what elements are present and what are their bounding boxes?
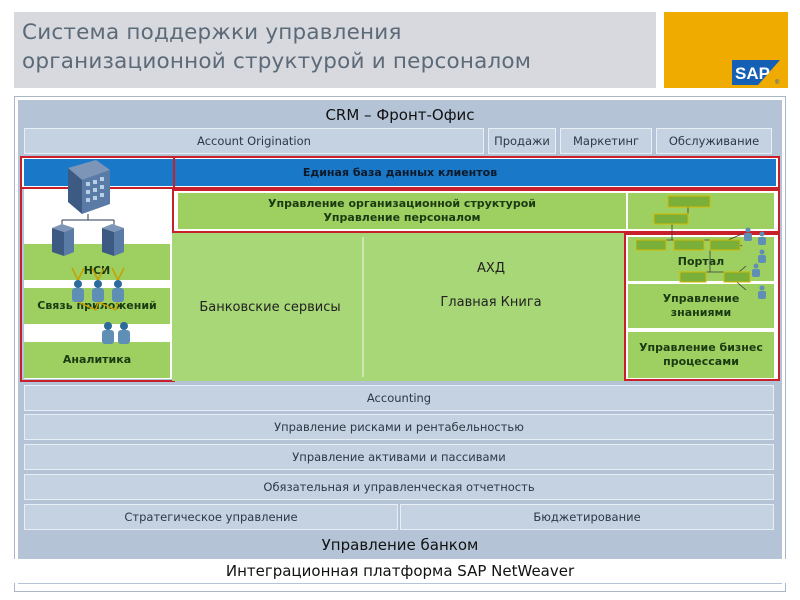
org-node-5-icon bbox=[679, 271, 707, 283]
org-node-4-icon bbox=[709, 239, 741, 251]
logo-panel bbox=[664, 12, 788, 88]
crm-title: CRM – Фронт-Офис bbox=[325, 106, 475, 124]
bank-mgmt-label: Управление банком bbox=[321, 536, 479, 554]
title-line-1: Система поддержки управления bbox=[22, 20, 402, 45]
user-icon-3 bbox=[112, 280, 124, 302]
reporting-strip: Обязательная и управленческая отчетность bbox=[24, 474, 774, 500]
knowledge-mgmt-box: Управление знаниями bbox=[628, 284, 774, 328]
accounting-strip: Accounting bbox=[24, 385, 774, 411]
sap-logo-reg: ® bbox=[775, 79, 780, 85]
org-mgmt-line-1: Управление организационной структурой bbox=[268, 197, 536, 210]
integration-platform-label: Интеграционная платформа SAP NetWeaver bbox=[14, 559, 786, 583]
sap-logo: SAP ® bbox=[732, 60, 780, 85]
service-box: Обслуживание bbox=[656, 128, 772, 154]
banking-services-box: Банковские сервисы bbox=[178, 237, 364, 377]
server-right-icon bbox=[102, 224, 124, 256]
building-icon bbox=[68, 160, 110, 214]
general-ledger-label: Главная Книга bbox=[440, 294, 542, 310]
bpm-box: Управление бизнес процессами bbox=[628, 332, 774, 378]
org-node-root-icon bbox=[667, 195, 711, 208]
org-chart-illustration bbox=[636, 195, 766, 299]
title-line-2: организационной структурой и персоналом bbox=[22, 49, 532, 74]
ahd-gl-box: АХД Главная Книга bbox=[368, 237, 614, 377]
account-origination: Account Origination bbox=[24, 128, 484, 154]
header-bar bbox=[14, 12, 656, 88]
bpm-line-2: процессами bbox=[663, 355, 739, 368]
ahd-label: АХД bbox=[477, 260, 505, 276]
user-icon-2 bbox=[92, 280, 104, 302]
knowledge-line-1: Управление bbox=[662, 292, 740, 305]
portal-label: Портал bbox=[677, 255, 725, 268]
client-db-bar: Единая база данных клиентов bbox=[24, 159, 776, 186]
strategic-strip: Стратегическое управление bbox=[24, 504, 398, 530]
budgeting-strip: Бюджетирование bbox=[400, 504, 774, 530]
org-node-6-icon bbox=[723, 271, 751, 283]
analytics-label: Аналитика bbox=[62, 353, 132, 366]
org-mgmt-line-2: Управление персоналом bbox=[323, 211, 481, 224]
bpm-line-1: Управление бизнес bbox=[639, 341, 763, 354]
nsi-box: НСИ bbox=[24, 244, 170, 280]
page-title: Система поддержки управления организацио… bbox=[22, 18, 652, 76]
user-icon-4 bbox=[102, 322, 114, 344]
knowledge-line-2: знаниями bbox=[670, 306, 732, 319]
server-left-icon bbox=[52, 224, 74, 256]
sales-box: Продажи bbox=[488, 128, 556, 154]
analytics-box: Аналитика bbox=[24, 342, 170, 378]
risk-strip: Управление рисками и рентабельностью bbox=[24, 414, 774, 440]
nsi-label: НСИ bbox=[83, 264, 111, 277]
sap-logo-text: SAP bbox=[735, 64, 770, 83]
org-node-1-icon bbox=[653, 213, 689, 225]
user-icon-1 bbox=[72, 280, 84, 302]
org-node-2-icon bbox=[636, 239, 667, 251]
user-icon-5 bbox=[118, 322, 130, 344]
alm-strip: Управление активами и пассивами bbox=[24, 444, 774, 470]
marketing-box: Маркетинг bbox=[560, 128, 652, 154]
org-mgmt-box: Управление организационной структурой Уп… bbox=[178, 193, 626, 229]
org-node-3-icon bbox=[673, 239, 705, 251]
org-chart-people-icons bbox=[744, 227, 766, 299]
network-illustration bbox=[52, 160, 130, 344]
